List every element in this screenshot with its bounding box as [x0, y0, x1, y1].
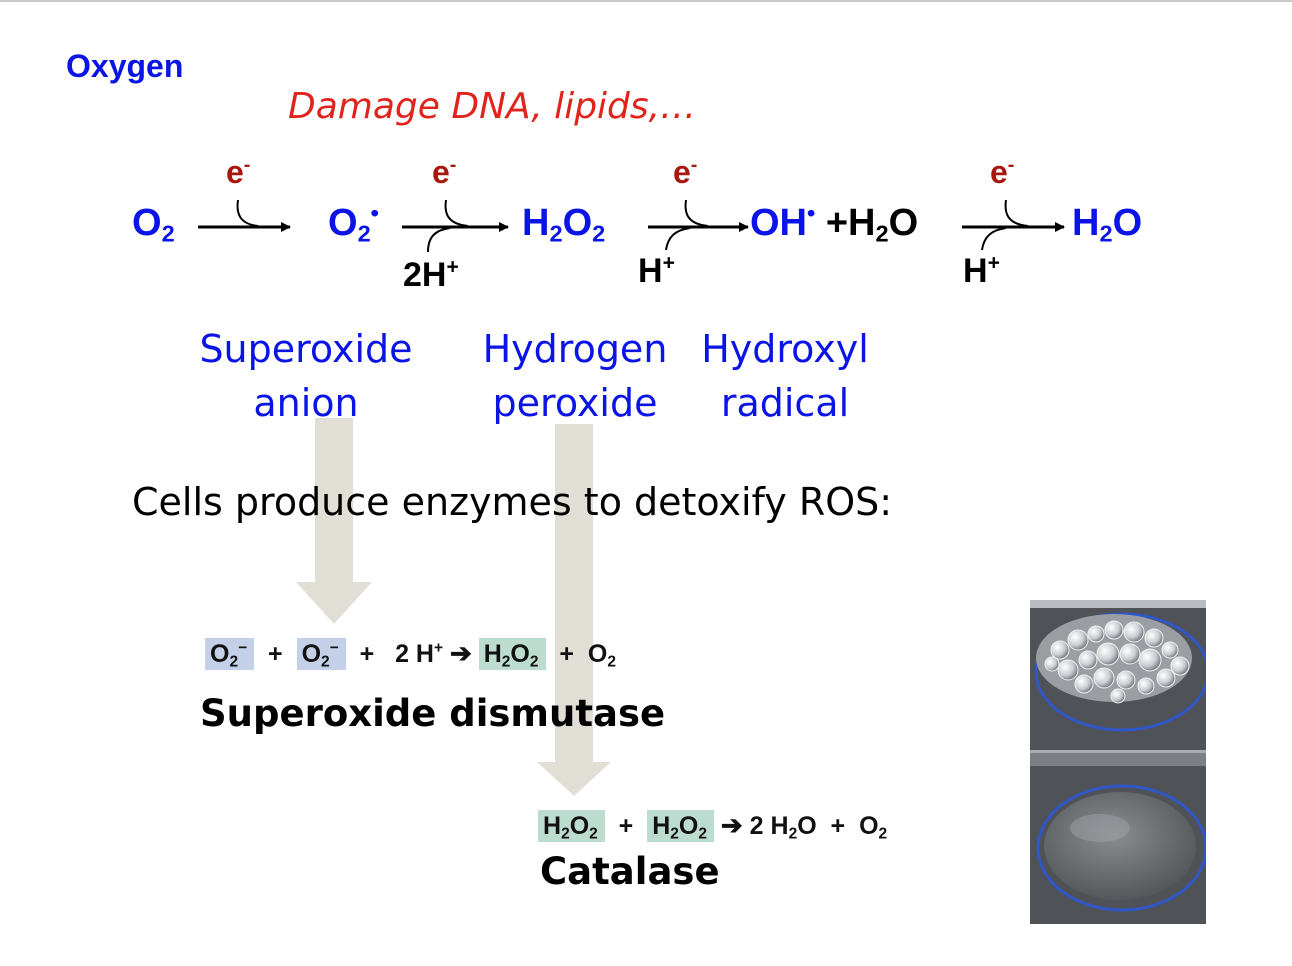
arrow-step3	[648, 199, 749, 251]
oxygen-heading: Oxygen	[66, 48, 184, 84]
arrow-step4	[962, 199, 1065, 251]
damage-note: Damage DNA, lipids,…	[288, 86, 697, 127]
arrow-step1	[198, 199, 291, 232]
detox-statement: Cells produce enzymes to detoxify ROS:	[132, 480, 893, 524]
sod-product-peroxide: H2O2	[478, 638, 546, 670]
electron-step1: e-	[226, 154, 251, 190]
catalase-equation: H2O2 + H2O2 ➔ 2 H2O + O2	[538, 810, 887, 842]
label-hydroxyl-radical: Hydroxyl radical	[701, 327, 869, 425]
catalase-bubbles-photo	[1030, 600, 1206, 924]
superoxide-down-arrow	[296, 418, 372, 624]
peroxide-down-arrow	[537, 424, 611, 796]
species-water: H2O	[1072, 202, 1143, 247]
electron-step4: e-	[990, 154, 1015, 190]
proton-step4: H+	[963, 251, 1000, 290]
catalase-reactant-2: H2O2	[647, 810, 714, 842]
label-superoxide-anion: Superoxide anion	[199, 327, 413, 425]
reaction-arrows	[198, 199, 1065, 253]
arrow-step2	[402, 199, 509, 253]
catalase-name: Catalase	[540, 850, 720, 893]
electron-step2: e-	[432, 154, 457, 190]
label-hydrogen-peroxide: Hydrogen peroxide	[482, 327, 668, 425]
proton-step3: H+	[638, 251, 675, 290]
species-hydroxyl-water: OH• +H2O	[750, 199, 919, 247]
sod-name: Superoxide dismutase	[200, 692, 666, 735]
sod-equation: O2− + O2− + 2 H+ ➔ H2O2 + O2	[205, 638, 616, 670]
species-oxygen: O2	[132, 202, 175, 247]
species-superoxide: O2•	[328, 199, 379, 247]
proton-step2: 2H+	[403, 255, 459, 294]
species-hydrogen-peroxide: H2O2	[522, 202, 606, 247]
sod-reactant-2: O2−	[296, 638, 346, 670]
sod-reactant-1: O2−	[205, 638, 255, 670]
catalase-reactant-1: H2O2	[538, 810, 605, 842]
electron-step3: e-	[673, 154, 698, 190]
top-divider	[0, 0, 1292, 2]
